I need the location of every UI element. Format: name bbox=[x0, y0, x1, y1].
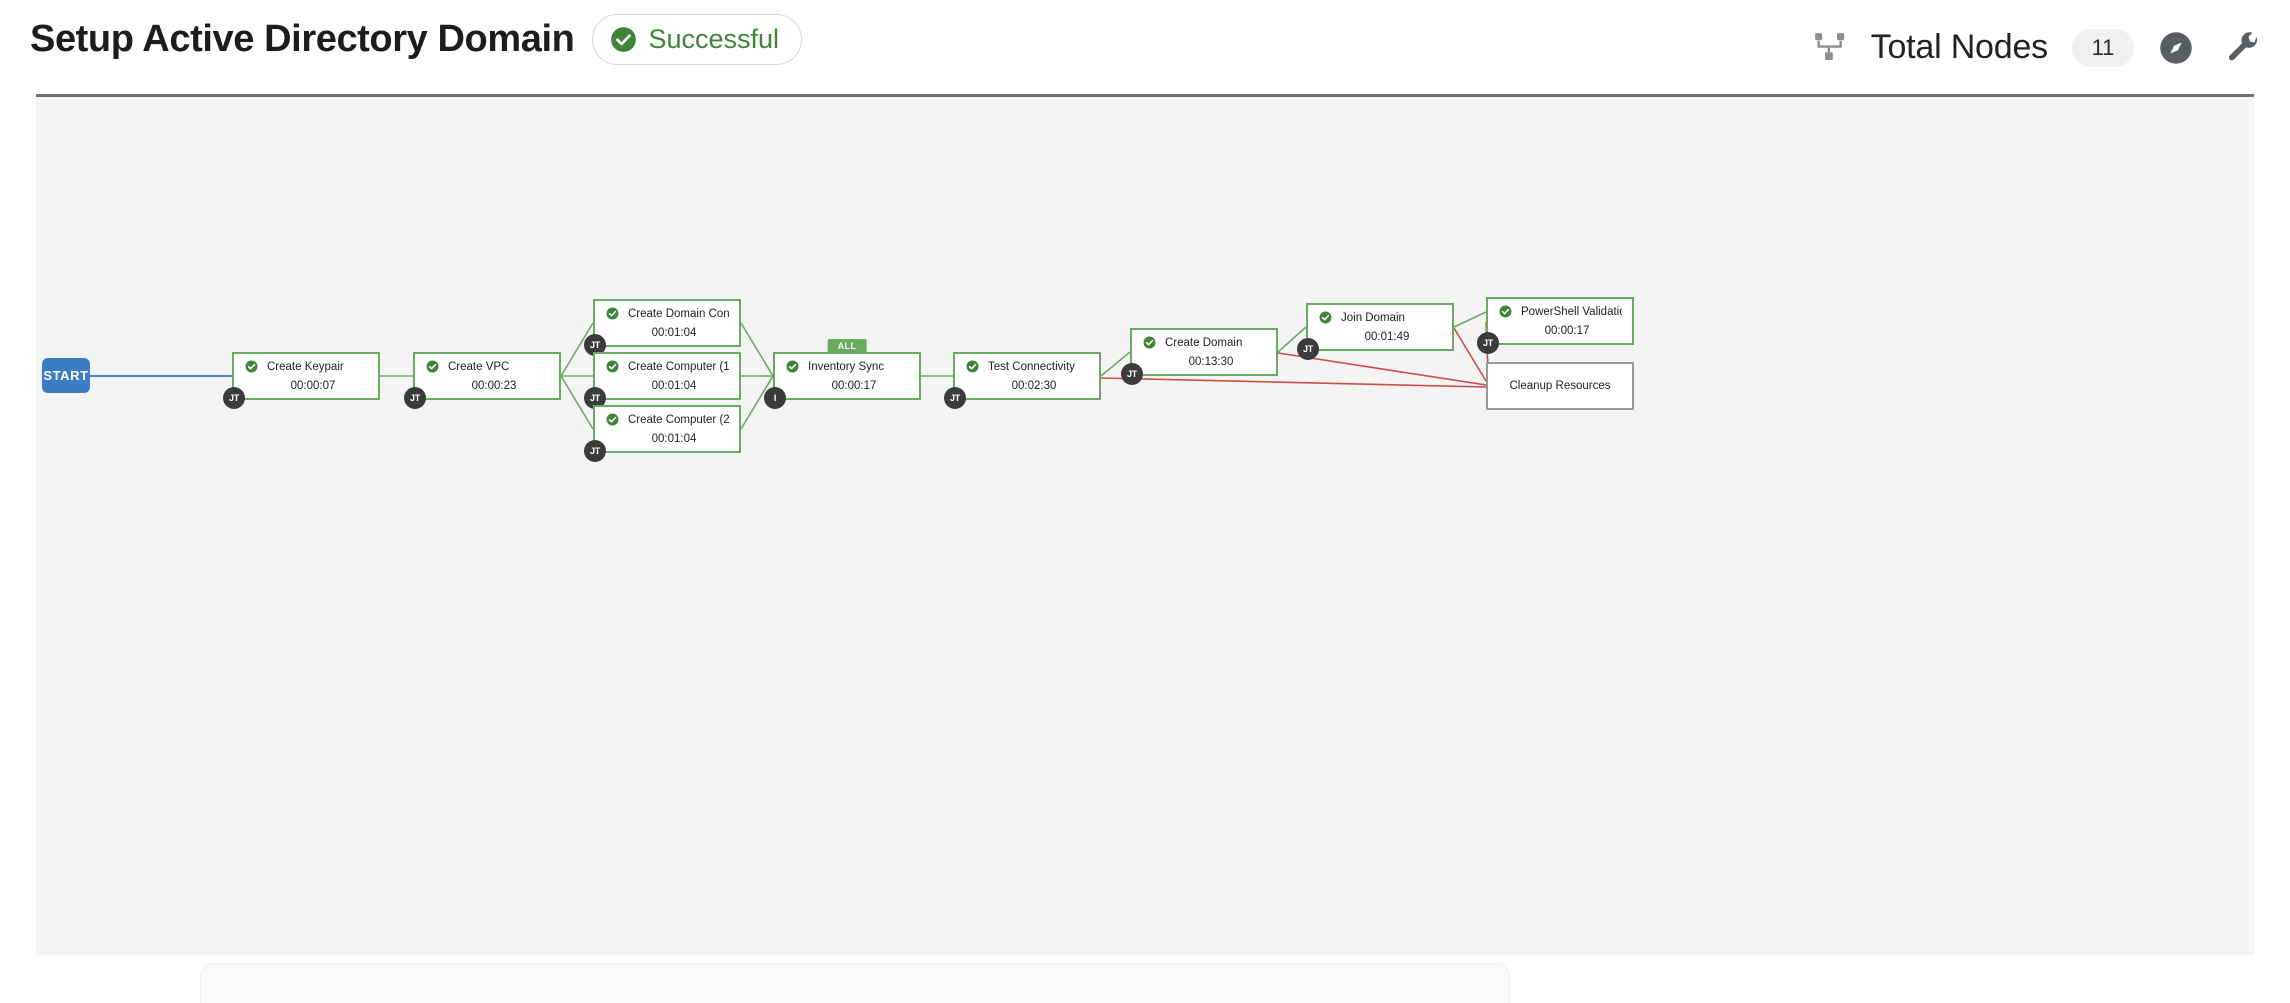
check-circle-icon bbox=[606, 307, 619, 320]
node-header: Test Connectivity bbox=[955, 360, 1099, 373]
node-elapsed-time: 00:00:07 bbox=[290, 380, 336, 392]
check-circle-icon bbox=[966, 360, 979, 373]
node-elapsed-time: 00:01:49 bbox=[1364, 331, 1410, 343]
page-title: Setup Active Directory Domain bbox=[30, 18, 575, 60]
node-label: Create Computer (2) bbox=[628, 413, 729, 426]
check-circle-icon bbox=[245, 360, 258, 373]
node-label: Create VPC bbox=[448, 360, 510, 373]
node-elapsed-time: 00:00:23 bbox=[471, 380, 517, 392]
compass-icon[interactable] bbox=[2158, 30, 2194, 66]
workflow-node-create-domain[interactable]: Create Domain 00:13:30 JT bbox=[1121, 328, 1278, 385]
edge-vpc-to-domain-controller bbox=[560, 322, 594, 377]
credential-badge[interactable]: JT bbox=[404, 387, 426, 409]
credential-badge[interactable]: JT bbox=[1297, 338, 1319, 360]
node-label: Create Computer (1) bbox=[628, 360, 729, 373]
workflow-canvas[interactable]: START Create Keypair 00:00:07 JT Create … bbox=[36, 97, 2254, 955]
credential-badge[interactable]: JT bbox=[584, 334, 606, 356]
page-header: Setup Active Directory Domain Successful… bbox=[0, 0, 2290, 95]
node-label: Test Connectivity bbox=[988, 360, 1075, 373]
check-circle-icon bbox=[606, 413, 619, 426]
edge-create-domain-to-join bbox=[1277, 326, 1307, 353]
wrench-icon[interactable] bbox=[2226, 30, 2262, 66]
node-elapsed-time: 00:02:30 bbox=[1011, 380, 1057, 392]
edge-join-to-cleanup bbox=[1453, 327, 1487, 382]
edge-test-to-create-domain bbox=[1100, 351, 1131, 377]
node-label: Create Keypair bbox=[267, 360, 344, 373]
check-circle-icon bbox=[1499, 305, 1512, 318]
inventory-badge[interactable]: I bbox=[764, 387, 786, 409]
node-elapsed-time: 00:01:04 bbox=[651, 327, 697, 339]
node-elapsed-time: 00:01:04 bbox=[651, 433, 697, 445]
node-label: Inventory Sync bbox=[808, 360, 885, 373]
workflow-node-join-domain[interactable]: Join Domain 00:01:49 JT bbox=[1297, 303, 1454, 360]
status-badge: Successful bbox=[592, 14, 803, 65]
workflow-edges bbox=[90, 311, 1489, 430]
hierarchy-icon bbox=[1814, 32, 1844, 60]
status-label: Successful bbox=[648, 24, 780, 54]
node-elapsed-time: 00:13:30 bbox=[1188, 356, 1234, 368]
workflow-node-create-vpc[interactable]: Create VPC 00:00:23 JT bbox=[404, 352, 561, 409]
workflow-node-powershell-validation[interactable]: PowerShell Validation 00:00:17 JT bbox=[1477, 297, 1634, 354]
node-header: Create Keypair bbox=[234, 360, 378, 373]
node-elapsed-time: 00:00:17 bbox=[831, 380, 877, 392]
credential-badge[interactable]: JT bbox=[1477, 332, 1499, 354]
workflow-node-test-connectivity[interactable]: Test Connectivity 00:02:30 JT bbox=[944, 352, 1101, 409]
node-label: Cleanup Resources bbox=[1509, 380, 1611, 392]
node-header: Inventory Sync bbox=[775, 360, 919, 373]
check-circle-icon bbox=[611, 27, 637, 52]
node-label: PowerShell Validation bbox=[1521, 305, 1622, 318]
node-header: Create Computer (2) bbox=[595, 413, 739, 426]
check-circle-icon bbox=[606, 360, 619, 373]
workflow-node-create-computer-2[interactable]: Create Computer (2) 00:01:04 JT bbox=[584, 405, 741, 462]
node-elapsed-time: 00:01:04 bbox=[651, 380, 697, 392]
credential-badge[interactable]: JT bbox=[584, 440, 606, 462]
workflow-node-create-domain-controller[interactable]: Create Domain Contr... 00:01:04 JT bbox=[584, 299, 741, 356]
header-left-group: Setup Active Directory Domain Successful bbox=[30, 14, 803, 65]
edge-computer-2-to-inventory bbox=[740, 375, 774, 430]
node-header: Create Domain bbox=[1132, 336, 1276, 349]
workflow-node-inventory-sync[interactable]: ALL Inventory Sync 00:00:17 I bbox=[764, 339, 921, 409]
node-header: Create Computer (1) bbox=[595, 360, 739, 373]
workflow-node-create-computer-1[interactable]: Create Computer (1) 00:01:04 JT bbox=[584, 352, 741, 409]
page-bottom-panel bbox=[200, 963, 1510, 1003]
start-label: START bbox=[43, 368, 89, 383]
node-header: Cleanup Resources bbox=[1488, 380, 1632, 392]
node-header: Create VPC bbox=[415, 360, 559, 373]
node-label: Create Domain bbox=[1165, 336, 1243, 349]
all-badge: ALL bbox=[827, 339, 867, 354]
check-circle-icon bbox=[1143, 336, 1156, 349]
check-circle-icon bbox=[426, 360, 439, 373]
edge-join-to-powershell bbox=[1453, 311, 1487, 328]
node-header: Join Domain bbox=[1308, 311, 1452, 324]
edge-test-to-cleanup bbox=[1100, 377, 1487, 388]
node-elapsed-time: 00:00:17 bbox=[1544, 325, 1590, 337]
credential-badge[interactable]: JT bbox=[584, 387, 606, 409]
node-header: Create Domain Contr... bbox=[595, 307, 739, 320]
total-nodes-label: Total Nodes bbox=[1870, 28, 2049, 66]
credential-badge[interactable]: JT bbox=[944, 387, 966, 409]
node-label: Join Domain bbox=[1341, 311, 1405, 324]
edge-vpc-to-computer-2 bbox=[560, 375, 594, 430]
node-label: Create Domain Contr... bbox=[628, 307, 729, 320]
workflow-node-cleanup-resources[interactable]: Cleanup Resources bbox=[1486, 362, 1634, 410]
check-circle-icon bbox=[786, 360, 799, 373]
check-circle-icon bbox=[1319, 311, 1332, 324]
header-right-group: Total Nodes 11 bbox=[1813, 0, 2262, 95]
total-nodes-count-badge: 11 bbox=[2072, 28, 2134, 67]
edge-domain-controller-to-inventory bbox=[740, 322, 774, 377]
start-node[interactable]: START bbox=[42, 358, 90, 393]
header-divider bbox=[36, 94, 2254, 97]
node-header: PowerShell Validation bbox=[1488, 305, 1632, 318]
credential-badge[interactable]: JT bbox=[223, 387, 245, 409]
workflow-node-create-keypair[interactable]: Create Keypair 00:00:07 JT bbox=[223, 352, 380, 409]
credential-badge[interactable]: JT bbox=[1121, 363, 1143, 385]
